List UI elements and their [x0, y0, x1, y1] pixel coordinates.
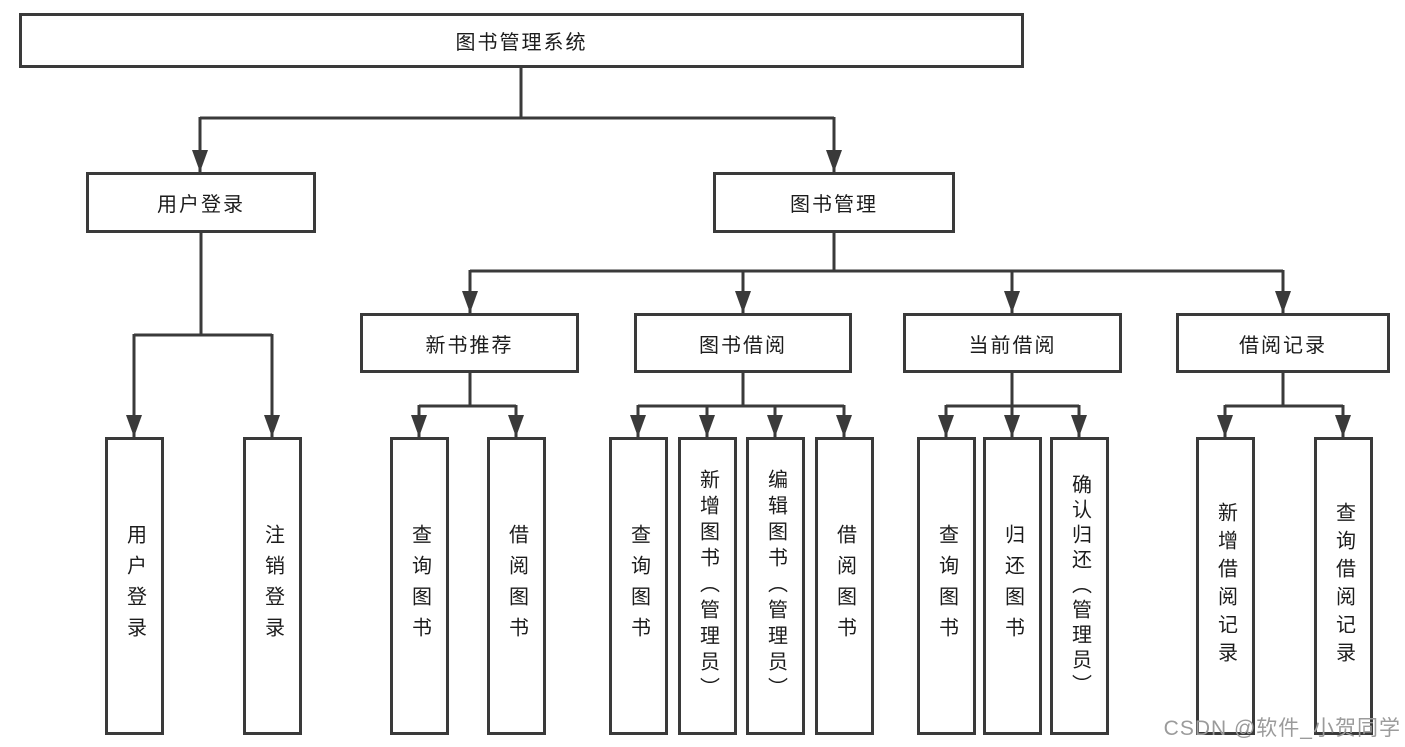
node-user-login: 用户登录	[86, 172, 316, 233]
node-user-login-label: 用户登录	[157, 194, 245, 216]
leaf-add-borrow-record-label: 新增借阅记录	[1214, 502, 1237, 670]
leaf-query-borrow-record: 查询借阅记录	[1314, 437, 1373, 735]
csdn-watermark: CSDN @软件_小贺同学	[1163, 717, 1401, 740]
leaf-edit-book-admin-label: 编辑图书（管理员）	[764, 469, 787, 703]
leaf-borrow-books-2: 借阅图书	[815, 437, 874, 735]
node-book-borrow: 图书借阅	[634, 313, 852, 373]
leaf-query-books-2-label: 查询图书	[627, 524, 650, 648]
node-new-book-rec-label: 新书推荐	[425, 334, 514, 357]
node-new-book-rec: 新书推荐	[360, 313, 579, 373]
leaf-query-books-2: 查询图书	[609, 437, 668, 735]
leaf-user-login-label: 用户登录	[123, 524, 146, 648]
node-root-label: 图书管理系统	[455, 32, 588, 54]
leaf-logout: 注销登录	[243, 437, 302, 735]
leaf-query-books-3-label: 查询图书	[935, 524, 958, 648]
leaf-query-borrow-record-label: 查询借阅记录	[1332, 502, 1355, 670]
node-current-borrow-label: 当前借阅	[968, 334, 1057, 357]
leaf-query-books-1: 查询图书	[390, 437, 449, 735]
node-borrow-records: 借阅记录	[1176, 313, 1390, 373]
leaf-query-books-1-label: 查询图书	[408, 524, 431, 648]
leaf-add-book-admin-label: 新增图书（管理员）	[696, 469, 719, 703]
node-book-borrow-label: 图书借阅	[699, 334, 787, 357]
leaf-confirm-return-admin-label: 确认归还（管理员）	[1068, 473, 1091, 699]
leaf-query-books-3: 查询图书	[917, 437, 976, 735]
leaf-edit-book-admin: 编辑图书（管理员）	[746, 437, 805, 735]
leaf-confirm-return-admin: 确认归还（管理员）	[1050, 437, 1109, 735]
node-book-mgmt: 图书管理	[713, 172, 955, 233]
leaf-user-login: 用户登录	[105, 437, 164, 735]
leaf-return-book: 归还图书	[983, 437, 1042, 735]
leaf-add-book-admin: 新增图书（管理员）	[678, 437, 737, 735]
leaf-add-borrow-record: 新增借阅记录	[1196, 437, 1255, 735]
leaf-borrow-books-1-label: 借阅图书	[505, 524, 528, 648]
node-book-mgmt-label: 图书管理	[790, 194, 878, 216]
leaf-borrow-books-1: 借阅图书	[487, 437, 546, 735]
leaf-logout-label: 注销登录	[261, 524, 284, 648]
leaf-return-book-label: 归还图书	[1001, 524, 1024, 648]
node-borrow-records-label: 借阅记录	[1239, 334, 1327, 357]
node-root: 图书管理系统	[19, 13, 1024, 68]
node-current-borrow: 当前借阅	[903, 313, 1122, 373]
leaf-borrow-books-2-label: 借阅图书	[833, 524, 856, 648]
